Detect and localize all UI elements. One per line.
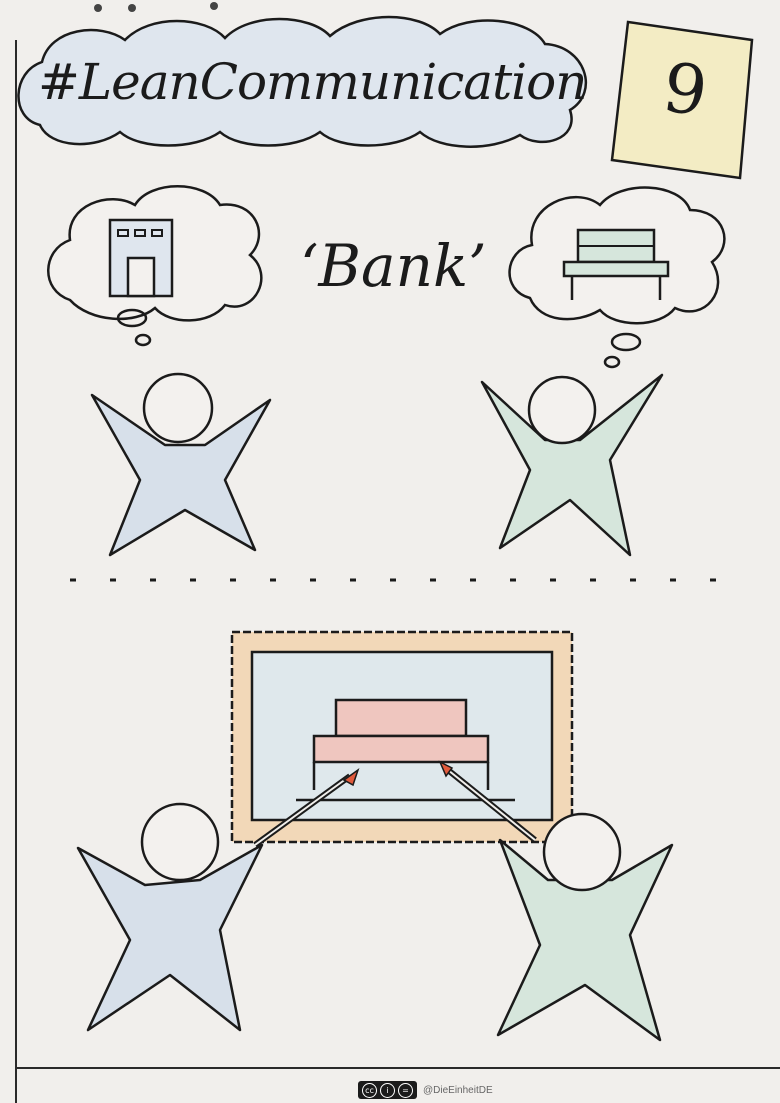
cc-icon: cc [362,1083,377,1098]
pad-hole [128,4,136,12]
cc-license-badge[interactable]: cc i = [358,1081,417,1099]
nd-icon: = [398,1083,413,1098]
building-icon [110,220,172,296]
credit-text: @DieEinheitDE [423,1085,493,1096]
by-icon: i [380,1083,395,1098]
page-number: 9 [633,30,737,151]
license-footer: cc i = @DieEinheitDE [358,1080,493,1100]
center-word-label: ‘Bank’ [300,226,480,306]
pad-hole [210,2,218,10]
page-title: #LeanCommunication [38,32,568,132]
pad-hole [94,4,102,12]
